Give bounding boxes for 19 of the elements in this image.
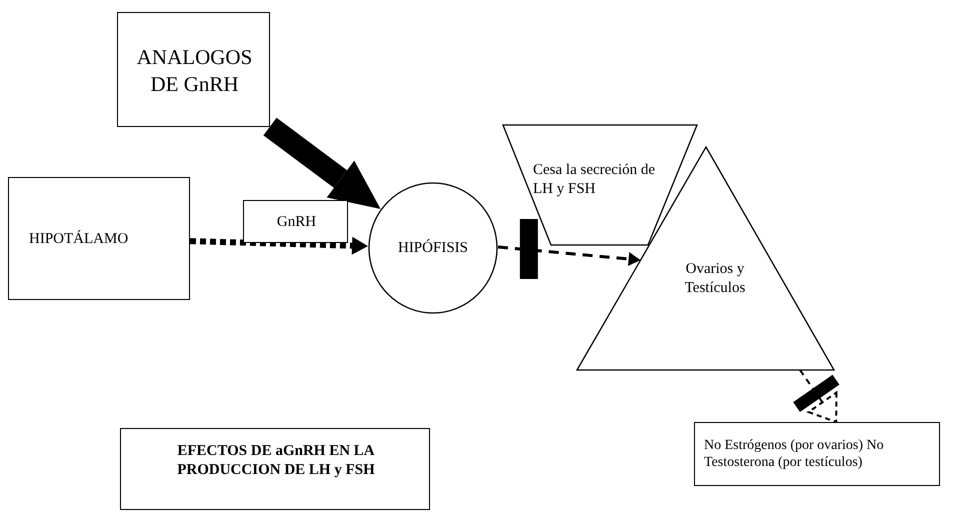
node-text: HIPÓFISIS — [396, 238, 470, 258]
arrow — [190, 236, 368, 255]
arrow — [498, 245, 641, 266]
text-box — [694, 422, 940, 486]
node-text: No Estrógenos (por ovarios) No Testosterona (por testículos) — [704, 436, 885, 472]
text-box — [120, 428, 430, 510]
gland-circle — [368, 182, 498, 314]
arrow — [263, 118, 381, 209]
text-box — [117, 12, 270, 127]
node-text: Ovarios y Testículos — [684, 260, 746, 298]
node-text: GnRH — [276, 213, 318, 232]
node-text: Cesa la secreción de LH y FSH — [533, 161, 656, 199]
arrow — [799, 369, 838, 423]
node-text: EFECTOS DE aGnRH EN LA PRODUCCION DE LH y FSH — [176, 442, 376, 480]
text-box — [243, 200, 348, 243]
trapezoid-box — [503, 125, 697, 245]
text-box — [8, 177, 190, 300]
node-text: HIPOTÁLAMO — [29, 229, 130, 250]
node-text: ANALOGOS DE GnRH — [138, 44, 251, 98]
